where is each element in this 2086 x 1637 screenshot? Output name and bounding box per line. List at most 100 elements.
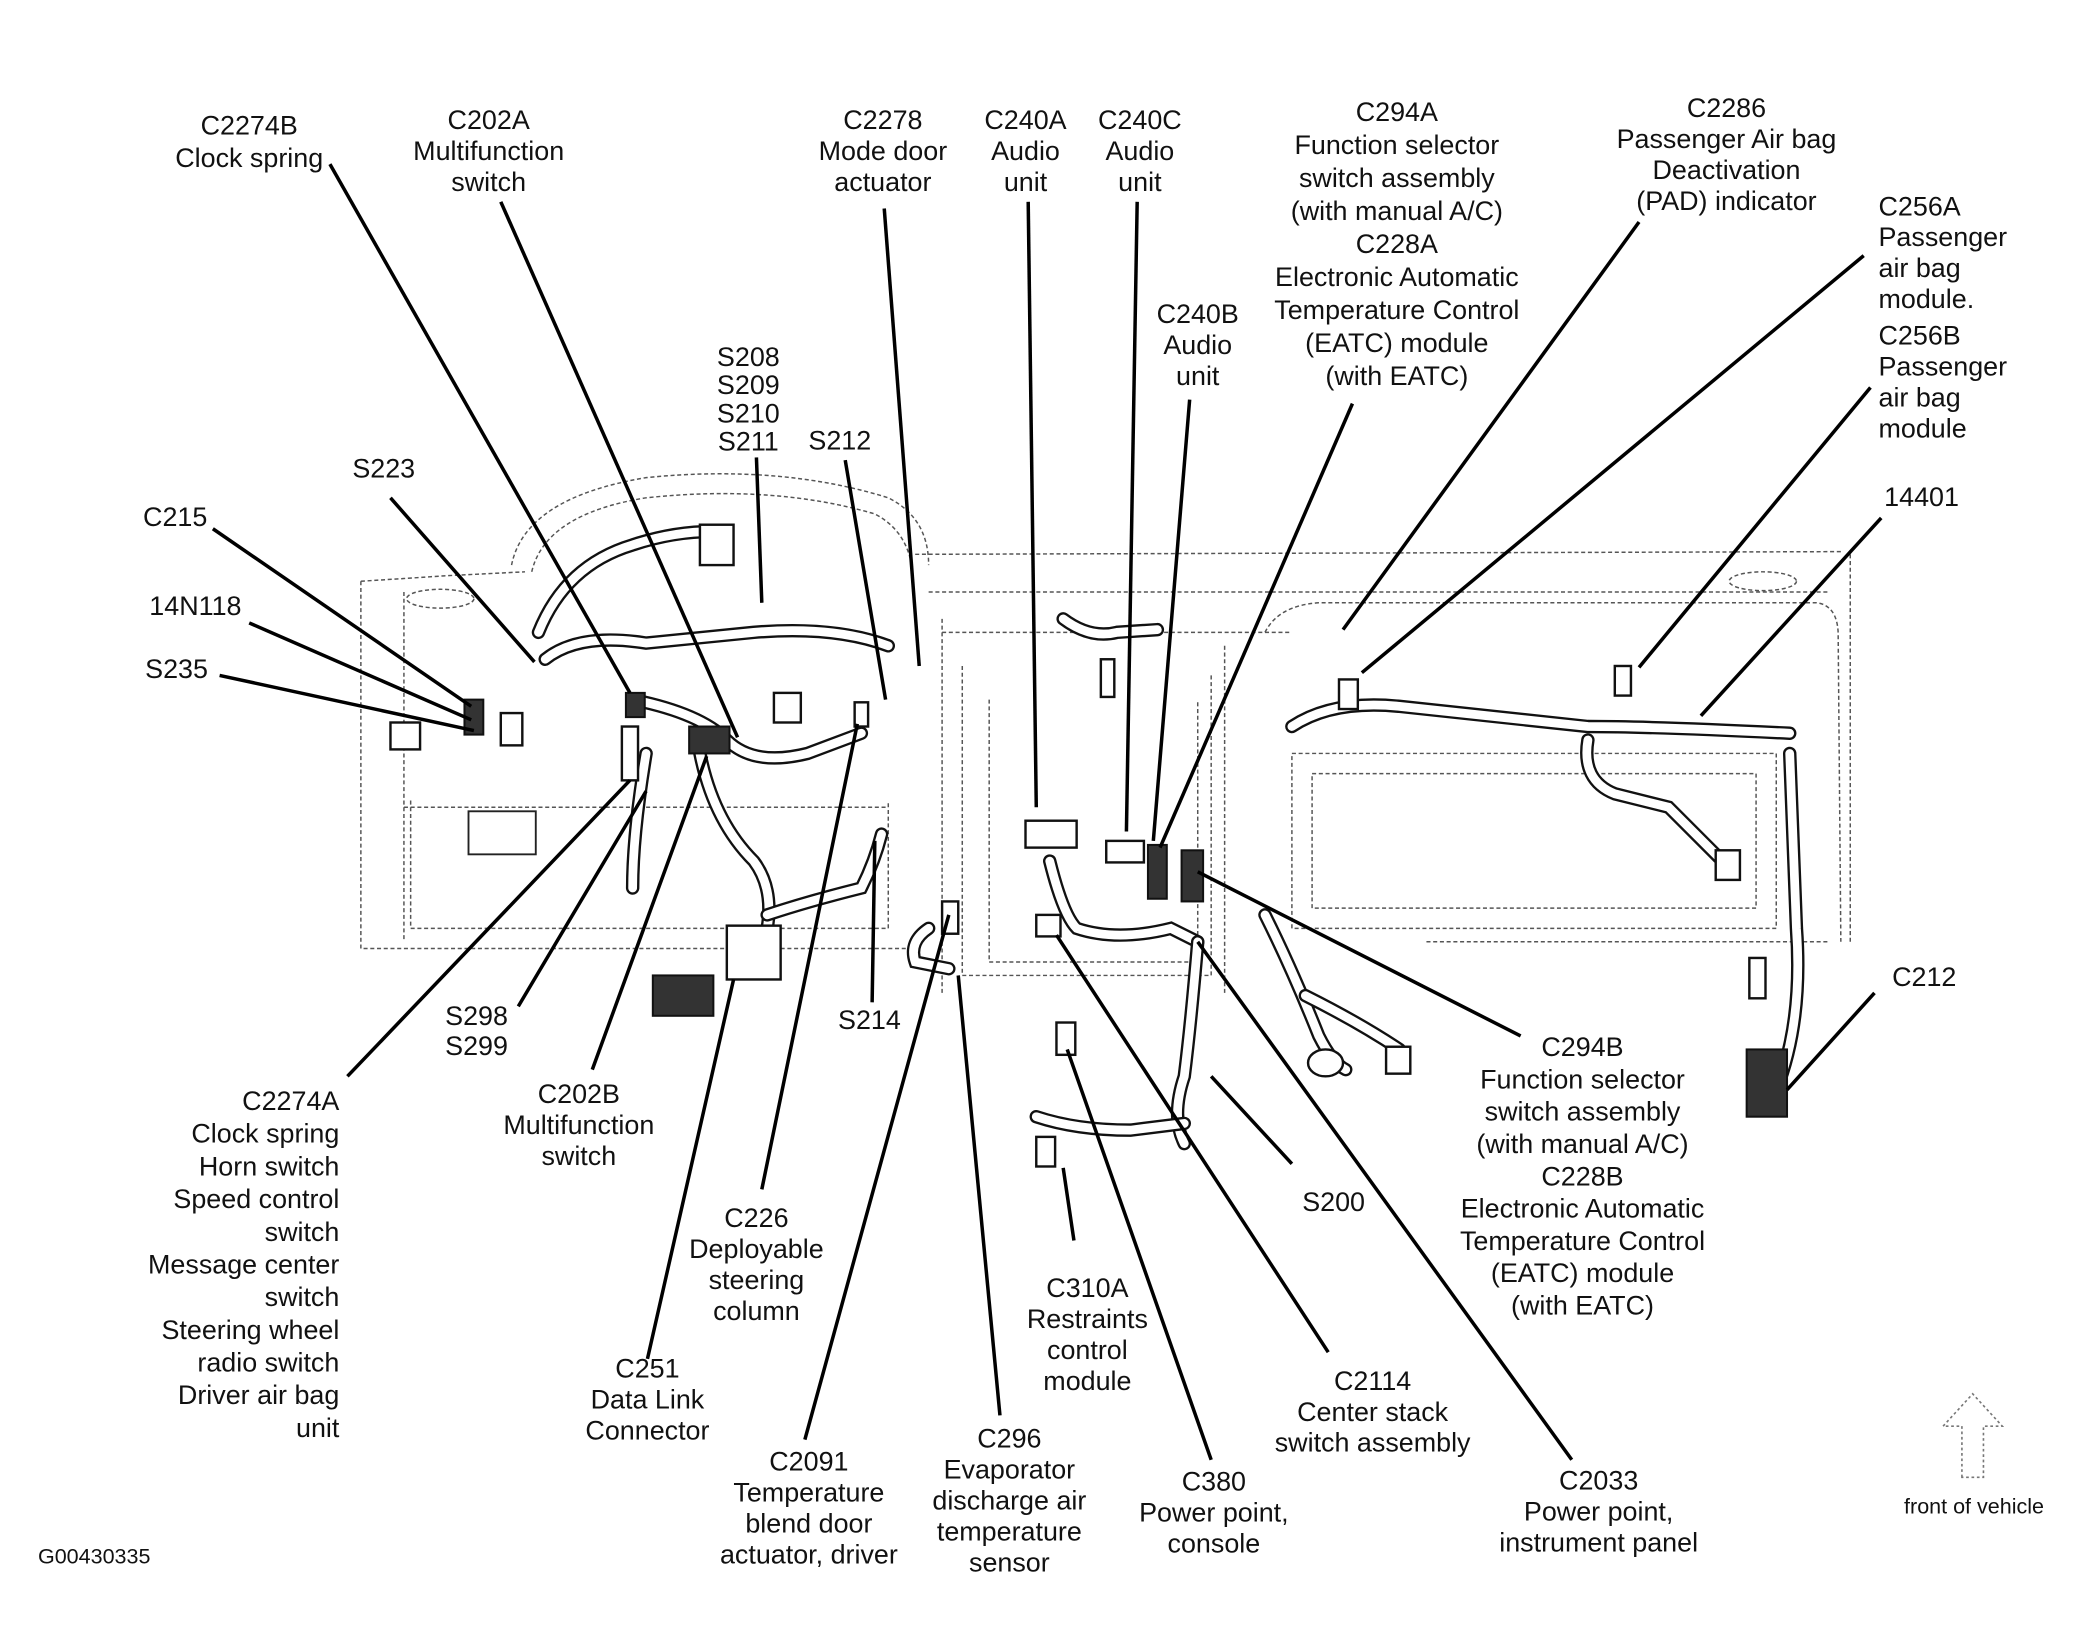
callout-id-label: C296 bbox=[977, 1424, 1041, 1454]
callout-description-line: air bag bbox=[1879, 382, 1961, 412]
callout-id-label: 14N118 bbox=[149, 591, 241, 621]
callout-description-line: Clock spring bbox=[191, 1119, 339, 1149]
callout-description-line: Audio bbox=[1105, 136, 1174, 166]
callout-description-line: Power point, bbox=[1524, 1496, 1673, 1526]
callout-description-line: Deactivation bbox=[1652, 155, 1800, 185]
callout-id-label: C240A bbox=[984, 105, 1066, 135]
callout-description-line: C228A bbox=[1356, 229, 1438, 259]
callout-description-line: radio switch bbox=[197, 1348, 339, 1378]
leader-c251 bbox=[645, 979, 736, 1360]
leader-s298 bbox=[516, 790, 648, 1008]
callout-description-line: actuator bbox=[834, 167, 931, 197]
leader-c202b bbox=[590, 755, 709, 1071]
connector-c256b bbox=[1613, 664, 1633, 697]
callout-description-line: column bbox=[713, 1296, 800, 1326]
callout-description-line: module. bbox=[1879, 284, 1975, 314]
connector-left-3 bbox=[499, 711, 524, 747]
callout-description-line: Temperature bbox=[733, 1477, 884, 1507]
callout-description-line: console bbox=[1168, 1529, 1261, 1559]
leader-c256a bbox=[1360, 254, 1865, 675]
callout-id-label: C202A bbox=[448, 105, 530, 135]
leader-s212 bbox=[843, 459, 888, 700]
callout-description-line: Steering wheel bbox=[161, 1315, 339, 1345]
callout-description-line: temperature bbox=[937, 1517, 1082, 1547]
callout-id-label: C2033 bbox=[1559, 1465, 1638, 1495]
callout-id-label: S212 bbox=[808, 425, 871, 455]
callout-id-label: C202B bbox=[538, 1079, 620, 1109]
callout-description-line: S210 bbox=[717, 398, 780, 428]
connector-c202a bbox=[688, 725, 731, 755]
leader-c296 bbox=[956, 975, 1002, 1416]
callout-description-line: unit bbox=[1118, 167, 1162, 197]
callout-id-label: C380 bbox=[1182, 1467, 1246, 1497]
connector-c226 bbox=[651, 974, 715, 1017]
callout-description-line: Message center bbox=[148, 1249, 339, 1279]
connector-right-1 bbox=[1714, 849, 1742, 882]
callout-id-label: C226 bbox=[724, 1203, 788, 1233]
callout-id-label: C2274B bbox=[201, 111, 298, 141]
callout-id-label: C2114 bbox=[1334, 1366, 1411, 1396]
callout-c212: C212 bbox=[1892, 962, 1956, 992]
callout-id-label: S200 bbox=[1302, 1187, 1365, 1217]
leader-c2274b bbox=[328, 163, 632, 694]
connector-c240c bbox=[1105, 839, 1146, 864]
callout-id-label: C256B bbox=[1879, 320, 1961, 350]
callout-description-line: sensor bbox=[969, 1547, 1050, 1577]
callout-description-line: module bbox=[1879, 413, 1967, 443]
callout-id-label: C2274A bbox=[242, 1086, 339, 1116]
connector-right-4 bbox=[1384, 1045, 1412, 1075]
callout-s200: S200 bbox=[1302, 1187, 1365, 1217]
leader-c2278 bbox=[882, 208, 921, 667]
leader-14n118 bbox=[248, 621, 472, 722]
connector-s212 bbox=[853, 701, 870, 728]
leader-c256b bbox=[1637, 386, 1872, 669]
callout-description-line: (with manual A/C) bbox=[1476, 1129, 1688, 1159]
callout-description-line: switch assembly bbox=[1275, 1428, 1471, 1458]
callout-description-line: Function selector bbox=[1294, 130, 1499, 160]
callout-s212: S212 bbox=[808, 425, 871, 455]
callout-id-label: C2091 bbox=[769, 1447, 848, 1477]
leader-s235 bbox=[219, 673, 475, 733]
connector-c380 bbox=[1055, 1021, 1077, 1057]
leader-c226 bbox=[760, 723, 860, 1190]
leader-lines bbox=[211, 163, 1883, 1461]
connector-c2114 bbox=[1035, 913, 1062, 938]
callout-description-line: instrument panel bbox=[1499, 1527, 1698, 1557]
leader-c240b bbox=[1151, 399, 1192, 842]
leader-c2114 bbox=[1054, 934, 1330, 1354]
leader-s214 bbox=[870, 840, 877, 1003]
callout-description-line: (PAD) indicator bbox=[1636, 186, 1816, 216]
connectors bbox=[389, 523, 1789, 1168]
connector-left-1 bbox=[389, 721, 422, 751]
leader-c2274a bbox=[346, 779, 632, 1078]
leader-c202a bbox=[499, 201, 740, 739]
leader-s223 bbox=[389, 496, 536, 664]
front-of-vehicle-label: front of vehicle bbox=[1904, 1495, 2044, 1519]
leader-c2091 bbox=[803, 914, 951, 1441]
callout-description-line: switch assembly bbox=[1299, 163, 1495, 193]
callout-description-line: Data Link bbox=[591, 1385, 705, 1415]
callout-description-line: switch bbox=[451, 167, 526, 197]
callout-description-line: blend door bbox=[745, 1508, 872, 1538]
callout-description-line: Passenger Air bag bbox=[1617, 124, 1837, 154]
callout-description-line: S299 bbox=[445, 1031, 508, 1061]
leader-c310a bbox=[1061, 1167, 1076, 1241]
callout-id-label: S235 bbox=[145, 654, 208, 684]
callout-description-line: Temperature Control bbox=[1460, 1226, 1705, 1256]
